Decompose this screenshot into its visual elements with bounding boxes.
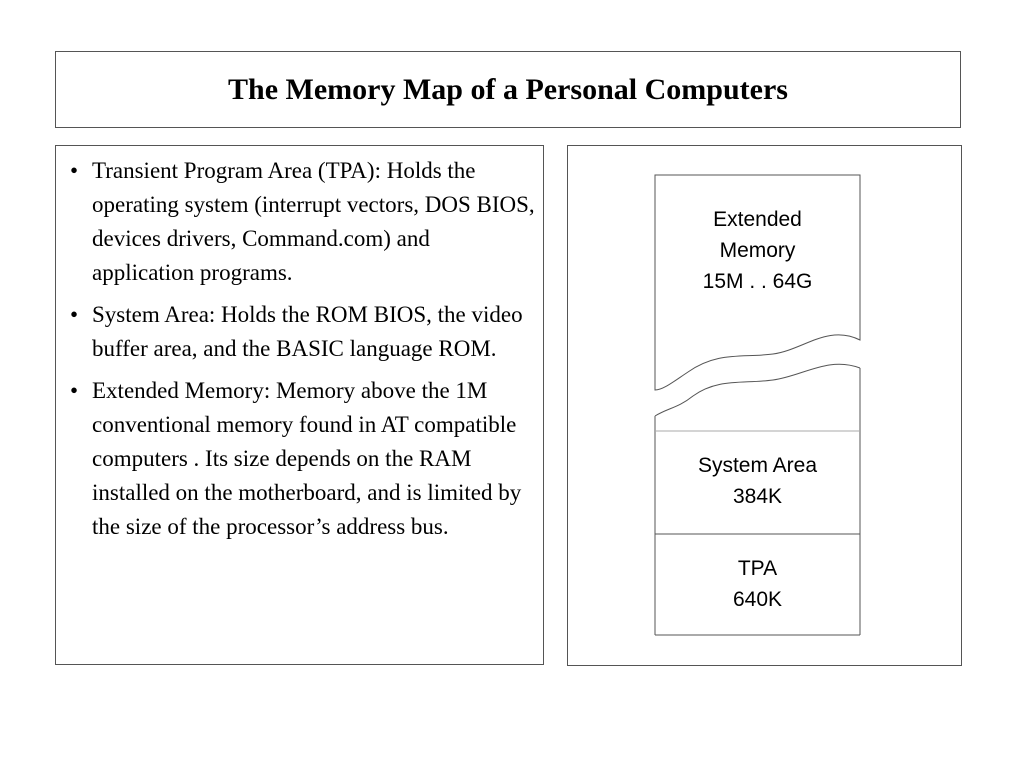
tpa-size: 640K xyxy=(732,588,783,611)
bullet-extended-memory: • Extended Memory: Memory above the 1M co… xyxy=(68,374,535,544)
title-box: The Memory Map of a Personal Computers xyxy=(55,51,961,128)
break-lower-edge xyxy=(654,363,861,417)
bullet-extended-memory-text: Extended Memory: Memory above the 1M con… xyxy=(92,378,522,539)
bullet-list: • Transient Program Area (TPA): Holds the… xyxy=(68,154,535,544)
extended-memory-block xyxy=(654,174,861,391)
system-area-name: System Area xyxy=(697,454,818,477)
description-box: • Transient Program Area (TPA): Holds the… xyxy=(55,145,544,665)
bullet-dot: • xyxy=(70,158,79,183)
bullet-tpa: • Transient Program Area (TPA): Holds the… xyxy=(68,154,535,290)
bullet-tpa-text: Transient Program Area (TPA): Holds the … xyxy=(92,158,535,285)
tpa-name: TPA xyxy=(737,557,778,580)
bullet-dot: • xyxy=(70,302,79,327)
memory-map-diagram: Extended Memory 15M . . 64G System Area … xyxy=(567,145,962,666)
extended-memory-line1: Extended xyxy=(713,208,802,231)
tpa-label: TPA 640K xyxy=(655,553,860,615)
extended-memory-label: Extended Memory 15M . . 64G xyxy=(655,204,860,297)
extended-memory-range: 15M . . 64G xyxy=(702,270,813,293)
extended-memory-line2: Memory xyxy=(719,239,796,262)
memory-map-svg xyxy=(654,174,861,636)
system-area-size: 384K xyxy=(732,485,783,508)
bullet-system-area: • System Area: Holds the ROM BIOS, the vi… xyxy=(68,298,535,366)
slide-title: The Memory Map of a Personal Computers xyxy=(228,72,788,106)
bullet-dot: • xyxy=(70,378,79,403)
system-area-label: System Area 384K xyxy=(655,450,860,512)
bullet-system-area-text: System Area: Holds the ROM BIOS, the vid… xyxy=(92,302,523,361)
